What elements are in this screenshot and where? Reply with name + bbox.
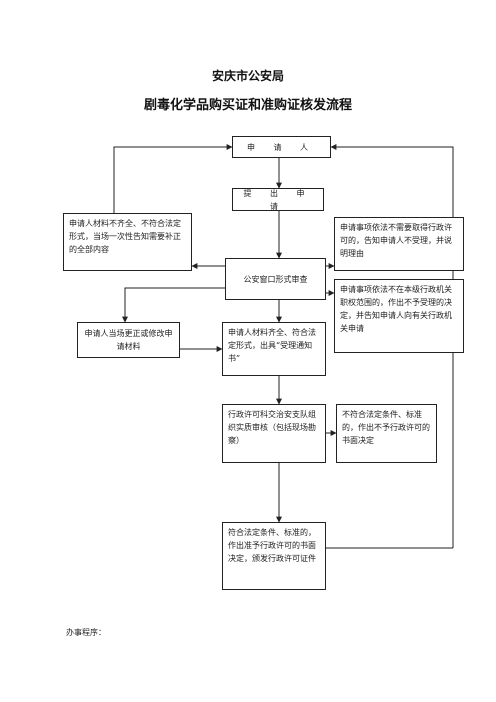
node-complete-materials: 申请人材料齐全、符合法定形式，出具“受理通知书” (222, 322, 326, 376)
node-reject-decision: 不符合法定条件、标准的，作出不予行政许可的书面决定 (336, 404, 437, 463)
node-not-in-jurisdiction: 申请事项依法不在本级行政机关职权范围的，作出不予受理的决定，并告知申请人向有关行… (334, 279, 464, 353)
node-window-formal-review: 公安窗口形式审查 (225, 258, 326, 300)
node-correct-on-site: 申请人当场更正或修改申请材料 (77, 322, 180, 358)
node-incomplete-materials: 申请人材料不齐全、不符合法定形式，当场一次性告知需要补正的全部内容 (63, 213, 192, 271)
node-substantive-review: 行政许可科交治安支队组织实质审核（包括现场勘察） (222, 404, 326, 463)
flowchart-title: 剧毒化学品购买证和准购证核发流程 (143, 98, 352, 113)
node-applicant: 申 请 人 (232, 136, 331, 158)
node-approve-decision: 符合法定条件、标准的，作出准予行政许可的书面决定，颁发行政许可证件 (222, 522, 326, 590)
node-no-permit-needed: 申请事项依法不需要取得行政许可的，告知申请人不受理，并说明理由 (334, 217, 464, 271)
agency-name: 安庆市公安局 (211, 69, 284, 83)
procedure-label: 办事程序： (66, 628, 106, 637)
node-submit-application: 提 出 申 请 (232, 188, 324, 211)
arrow-loop-right-to-applicant (330, 144, 454, 548)
